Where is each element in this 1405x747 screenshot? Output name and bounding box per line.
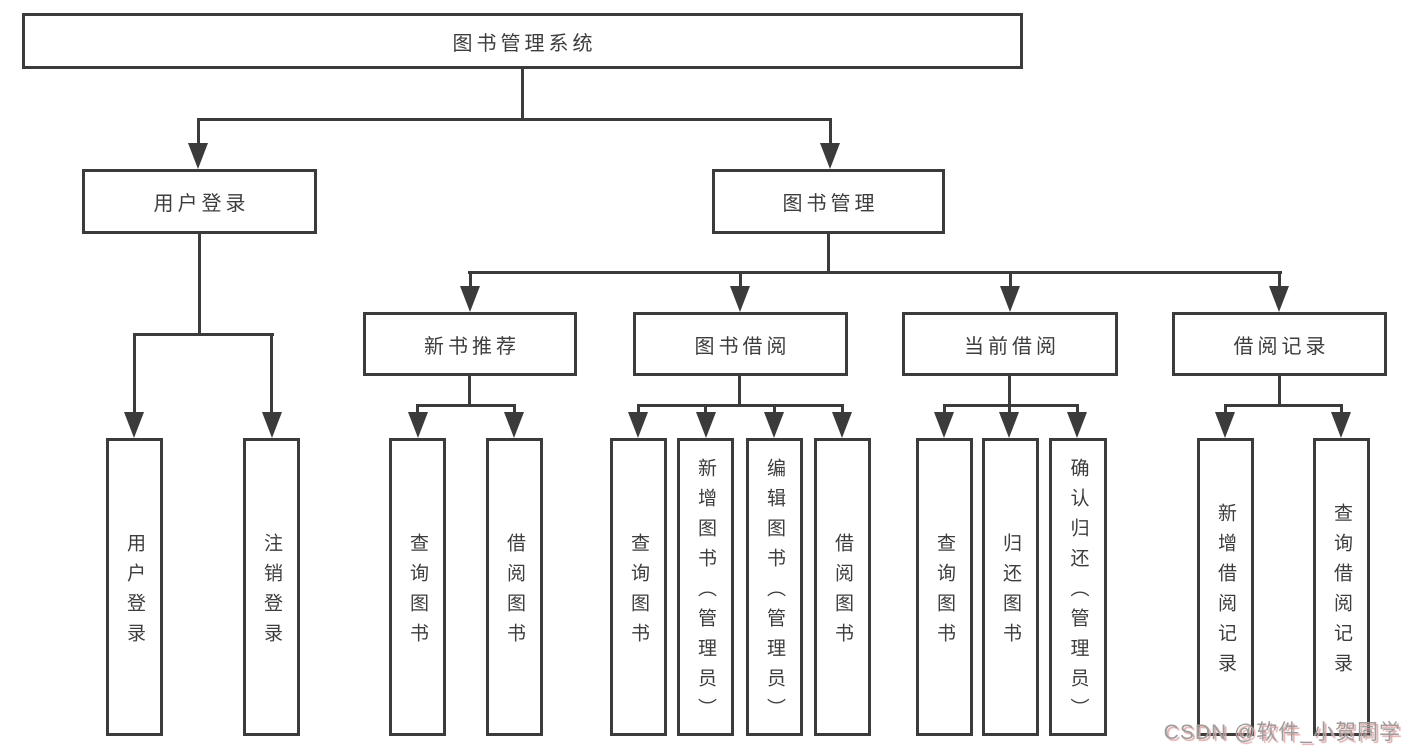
connector-line <box>943 404 946 414</box>
connector-arrow-down <box>934 412 954 438</box>
connector-line <box>704 404 707 414</box>
leaf-current-confirm-return-admin: 确认归还（管理员） <box>1049 438 1107 736</box>
connector-line <box>416 404 516 407</box>
node-new-book-recommend: 新书推荐 <box>363 312 577 376</box>
leaf-recommend-borrow-book: 借阅图书 <box>486 438 543 736</box>
connector-arrow-down <box>1215 412 1235 438</box>
connector-line <box>1224 404 1227 414</box>
connector-line <box>738 376 741 407</box>
node-book-management: 图书管理 <box>712 169 945 234</box>
connector-line <box>468 376 471 407</box>
connector-line <box>469 271 472 289</box>
connector-line <box>943 404 1079 407</box>
connector-line <box>1008 404 1011 414</box>
connector-line <box>1278 271 1281 289</box>
connector-arrow-down <box>188 143 208 169</box>
connector-line <box>827 234 830 273</box>
connector-arrow-down <box>820 143 840 169</box>
connector-line <box>739 271 742 289</box>
leaf-borrow-edit-book-admin: 编辑图书（管理员） <box>746 438 803 736</box>
connector-arrow-down <box>832 412 852 438</box>
connector-arrow-down <box>504 412 524 438</box>
node-root-system: 图书管理系统 <box>22 13 1023 69</box>
connector-line <box>521 69 524 121</box>
connector-line <box>1224 404 1343 407</box>
connector-arrow-down <box>1269 286 1289 312</box>
connector-line <box>416 404 419 414</box>
connector-arrow-down <box>460 286 480 312</box>
node-current-borrow: 当前借阅 <box>902 312 1118 376</box>
leaf-current-query-book: 查询图书 <box>916 438 973 736</box>
connector-arrow-down <box>764 412 784 438</box>
connector-arrow-down <box>124 412 144 438</box>
leaf-logout: 注销登录 <box>243 438 300 736</box>
connector-line <box>270 333 273 413</box>
node-borrow-records: 借阅记录 <box>1172 312 1387 376</box>
connector-arrow-down <box>628 412 648 438</box>
connector-line <box>197 118 832 121</box>
node-user-login: 用户登录 <box>82 169 317 234</box>
leaf-borrow-borrow-book: 借阅图书 <box>814 438 871 736</box>
connector-line <box>637 404 640 414</box>
connector-arrow-down <box>408 412 428 438</box>
connector-arrow-down <box>1000 286 1020 312</box>
connector-line <box>829 118 832 146</box>
connector-line <box>198 234 201 336</box>
connector-line <box>1076 404 1079 414</box>
connector-line <box>133 333 136 413</box>
connector-line <box>1009 271 1012 289</box>
connector-line <box>1340 404 1343 414</box>
connector-line <box>133 333 274 336</box>
connector-arrow-down <box>730 286 750 312</box>
connector-arrow-down <box>262 412 282 438</box>
leaf-borrow-add-book-admin: 新增图书（管理员） <box>677 438 734 736</box>
leaf-borrow-query-book: 查询图书 <box>610 438 667 736</box>
leaf-records-query-record: 查询借阅记录 <box>1313 438 1370 736</box>
connector-line <box>773 404 776 414</box>
connector-line <box>513 404 516 414</box>
connector-arrow-down <box>696 412 716 438</box>
connector-arrow-down <box>1331 412 1351 438</box>
connector-line <box>637 404 844 407</box>
connector-line <box>468 271 1282 274</box>
connector-line <box>1278 376 1281 407</box>
node-book-borrow: 图书借阅 <box>633 312 848 376</box>
connector-line <box>197 118 200 146</box>
connector-line <box>1008 376 1011 407</box>
leaf-records-add-record: 新增借阅记录 <box>1197 438 1254 736</box>
leaf-current-return-book: 归还图书 <box>982 438 1039 736</box>
connector-line <box>841 404 844 414</box>
leaf-user-login: 用户登录 <box>106 438 163 736</box>
connector-arrow-down <box>999 412 1019 438</box>
csdn-watermark: CSDN @软件_小贺同学 <box>1163 721 1401 744</box>
leaf-recommend-query-book: 查询图书 <box>389 438 446 736</box>
connector-arrow-down <box>1067 412 1087 438</box>
